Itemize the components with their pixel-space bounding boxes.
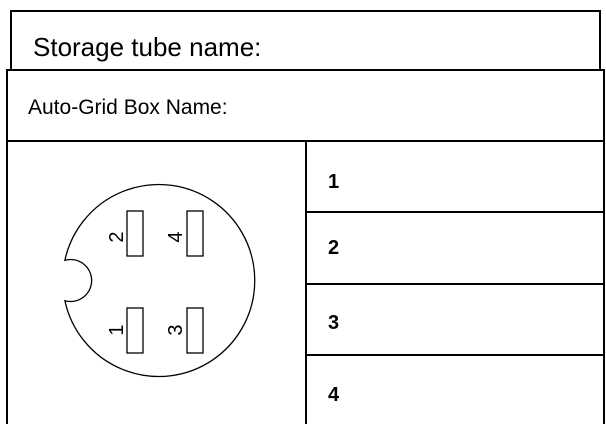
table-border-right-bottom [603,69,605,424]
table-border-right-top [599,10,601,70]
grid-slot-label-3: 3 [165,324,187,335]
autogrid-box-outline [64,183,256,378]
slot-number-1: 1 [328,171,340,193]
slot-divider-2 [305,283,605,285]
autogrid-box-name-label: Auto-Grid Box Name: [28,96,228,119]
row-divider-1 [6,69,605,71]
grid-slot-label-2: 2 [106,231,128,242]
table-border-top [10,10,601,12]
slot-number-4: 4 [328,384,340,406]
grid-slot-4-outline [186,210,204,257]
slot-divider-3 [305,354,605,356]
grid-slot-2-outline [126,210,144,257]
slot-divider-1 [305,211,605,213]
table-border-left-top [10,10,12,70]
grid-slot-label-1: 1 [106,324,128,335]
table-border-left-bottom [6,69,8,424]
column-divider [305,140,307,424]
grid-slot-label-4: 4 [165,231,187,242]
grid-slot-1-outline [126,307,144,354]
storage-tube-name-label: Storage tube name: [33,32,262,62]
grid-slot-3-outline [186,307,204,354]
slot-number-2: 2 [328,237,340,259]
slot-number-3: 3 [328,312,340,334]
